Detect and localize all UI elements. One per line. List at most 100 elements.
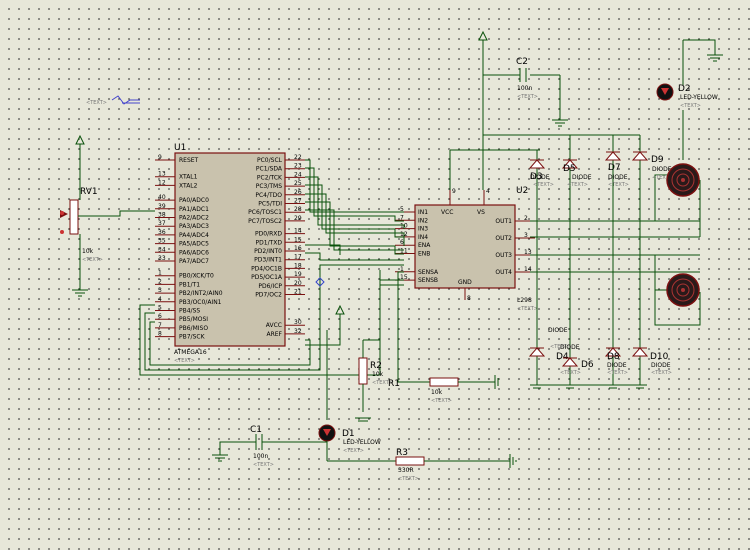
ground-icon	[509, 454, 517, 468]
d10-value: DIODE	[651, 362, 671, 369]
r1-value: 10k	[431, 389, 443, 396]
u1-pin-name: PA1/ADC1	[179, 206, 209, 213]
u1-pin-name: PA6/ADC6	[179, 249, 209, 256]
u1-pin-num: 5	[158, 305, 162, 312]
u1-pin-name: XTAL2	[179, 182, 198, 189]
r3-resistor[interactable]: R3 330R <TEXT>	[327, 448, 517, 482]
d2-value: LED-YELLOW	[680, 94, 718, 101]
d1-value: LED-YELLOW	[343, 439, 381, 446]
d8-value: DIODE	[607, 362, 627, 369]
d10-diode[interactable]: D10 DIODE <TEXT>	[631, 347, 672, 376]
rv1-ref: RV1	[80, 187, 98, 197]
ground-icon	[355, 417, 371, 422]
d7-ref: D7	[608, 163, 621, 173]
u1-pin-num: 28	[294, 206, 302, 213]
u2-pin-name: IN1	[418, 209, 428, 216]
u1-pin-name: PD7/OC2	[255, 292, 282, 299]
motor-2[interactable]	[666, 273, 700, 307]
u1-pin-num: 40	[158, 194, 166, 201]
d3-diode[interactable]: D3 DIODE <TEXT>	[528, 159, 554, 188]
u1-pin-name: PB3/OC0/AIN1	[179, 299, 222, 306]
u2-part: L298	[517, 297, 532, 304]
r2-wire	[363, 284, 404, 341]
u1-pin-num: 22	[294, 154, 302, 161]
power-arrow-icon	[335, 304, 345, 315]
d4-diode[interactable]: DIODE <TEXT> D4	[528, 327, 571, 362]
c1-value: 100n	[253, 453, 268, 460]
u1-pin-num: 14	[294, 228, 302, 235]
u1-pin-name: PB2/INT2/AIN0	[179, 290, 223, 297]
u1-pin-num: 4	[158, 296, 162, 303]
d8-text-placeholder: <TEXT>	[607, 370, 628, 376]
d9-diode[interactable]: D9 DIODE <TEXT>	[631, 151, 673, 181]
r1-resistor[interactable]: R1 10k <TEXT>	[388, 375, 499, 404]
c2-value: 100n	[517, 85, 532, 92]
d7-diode[interactable]: D7 DIODE <TEXT>	[604, 151, 629, 188]
rv1-text-placeholder: <TEXT>	[82, 257, 103, 263]
u1-pin-name: PA5/ADC5	[179, 241, 209, 248]
u1-pin-name: PA0/ADC0	[179, 197, 209, 204]
u1-pin-name: PC3/TMS	[256, 183, 282, 190]
u1-pin-num: 39	[158, 203, 166, 210]
d5-diode[interactable]: D5 DIODE <TEXT>	[561, 159, 592, 188]
u2-pin-name-gnd: GND	[458, 279, 472, 286]
voltage-probe-icon[interactable]	[315, 277, 325, 287]
r1-text-placeholder: <TEXT>	[431, 398, 452, 404]
u1-pin-name: PB1/T1	[179, 281, 200, 288]
u1-pin-num: 20	[294, 280, 302, 287]
r2-text-placeholder: <TEXT>	[372, 380, 393, 386]
u1-pin-name: PA7/ADC7	[179, 258, 209, 265]
d9-value: DIODE	[652, 166, 672, 173]
c2-ref: C2	[516, 57, 528, 67]
u2-text-placeholder: <TEXT>	[517, 306, 538, 312]
u2-pin-name: ENB	[418, 251, 430, 258]
u1-pin-num: 17	[294, 254, 302, 261]
u2-pin-name: IN4	[418, 234, 428, 241]
u1-pin-name: PA3/ADC3	[179, 223, 209, 230]
u1-pin-num: 32	[294, 328, 302, 335]
d3-text-placeholder: <TEXT>	[533, 182, 554, 188]
d6-diode[interactable]: DIODE D6 <TEXT>	[560, 344, 594, 376]
d2-text-placeholder: <TEXT>	[680, 103, 701, 109]
u1-pin-num: 29	[294, 215, 302, 222]
u1-pin-num: 23	[294, 163, 302, 170]
u1-pin-num: 19	[294, 271, 302, 278]
d8-diode[interactable]: D8 DIODE <TEXT>	[604, 347, 628, 376]
power-arrow-icon	[75, 134, 85, 145]
u1-pin-name: PB0/XCK/T0	[179, 273, 214, 280]
d3-value: DIODE	[530, 174, 550, 181]
d1-text-placeholder: <TEXT>	[343, 448, 364, 454]
u1-pin-num: 30	[294, 319, 302, 326]
u1-pin-name: PD2/INT0	[254, 248, 282, 255]
u1-pin-num: 7	[158, 322, 162, 329]
c2-capacitor[interactable]: C2 100n <TEXT>	[516, 57, 568, 127]
u2-pin-num: 13	[524, 249, 532, 256]
rv1-potentiometer[interactable]: RV1 10k <TEXT>	[60, 144, 155, 297]
u1-pin-name: AREF	[266, 331, 282, 338]
r2-resistor[interactable]: R2 10k <TEXT>	[355, 340, 393, 422]
u2-pin-num: 6	[400, 239, 404, 246]
d10-text-placeholder: <TEXT>	[651, 370, 672, 376]
u1-part: ATMEGA16	[174, 349, 207, 356]
u1-pin-num: 16	[294, 245, 302, 252]
d2-led[interactable]: D2 LED-YELLOW <TEXT>	[656, 83, 718, 109]
u2-pin-name: ENA	[418, 242, 431, 249]
d4-value: DIODE	[548, 327, 568, 334]
ground-icon	[530, 384, 647, 389]
output-wires	[449, 39, 716, 386]
motor-1[interactable]	[666, 163, 700, 197]
d1-led[interactable]: D1 LED-YELLOW <TEXT>	[318, 424, 381, 461]
u1-pin-num: 26	[294, 189, 302, 196]
power-arrow-icon	[478, 30, 488, 41]
c1-capacitor[interactable]: C1 100n <TEXT>	[212, 425, 327, 468]
u2-pin-num: 11	[400, 248, 408, 255]
u1-pin-name: XTAL1	[179, 174, 198, 181]
u1-pin-name: PD6/ICP	[258, 283, 282, 290]
u2-pin-name: SENSB	[418, 277, 438, 284]
u2-pin-name: SENSA	[418, 269, 439, 276]
u2-pin-num: 1	[400, 266, 404, 273]
